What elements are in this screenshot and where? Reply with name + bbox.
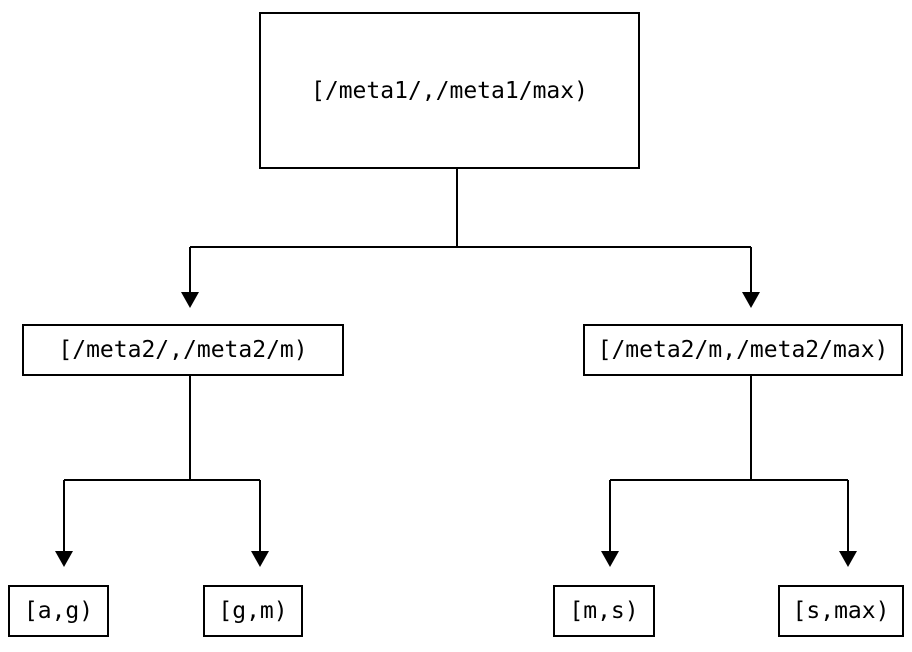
tree-leaf-label: [s,max) <box>792 598 890 624</box>
tree-node-left-branch-label: [/meta2/,/meta2/m) <box>58 337 308 363</box>
tree-leaf-node: [s,max) <box>778 585 904 637</box>
tree-node-left-branch: [/meta2/,/meta2/m) <box>22 324 344 376</box>
tree-leaf-label: [m,s) <box>569 598 639 624</box>
tree-leaf-node: [m,s) <box>553 585 655 637</box>
edge-left-node-to-leaves <box>63 376 261 551</box>
tree-leaf-node: [g,m) <box>203 585 303 637</box>
tree-leaf-node: [a,g) <box>8 585 109 637</box>
tree-leaf-label: [g,m) <box>218 598 288 624</box>
arrowhead-down-icon <box>742 292 760 308</box>
tree-node-right-branch-label: [/meta2/m,/meta2/max) <box>597 337 889 363</box>
arrowhead-down-icon <box>55 551 73 567</box>
edge-root-to-children <box>189 169 752 292</box>
tree-node-right-branch: [/meta2/m,/meta2/max) <box>583 324 903 376</box>
arrowhead-down-icon <box>251 551 269 567</box>
arrowhead-down-icon <box>181 292 199 308</box>
tree-leaf-label: [a,g) <box>23 598 94 624</box>
edge-right-node-to-leaves <box>609 376 849 551</box>
tree-node-root-label: [/meta1/,/meta1/max) <box>311 77 588 104</box>
arrowhead-down-icon <box>839 551 857 567</box>
arrowhead-down-icon <box>601 551 619 567</box>
tree-node-root: [/meta1/,/meta1/max) <box>259 12 640 169</box>
